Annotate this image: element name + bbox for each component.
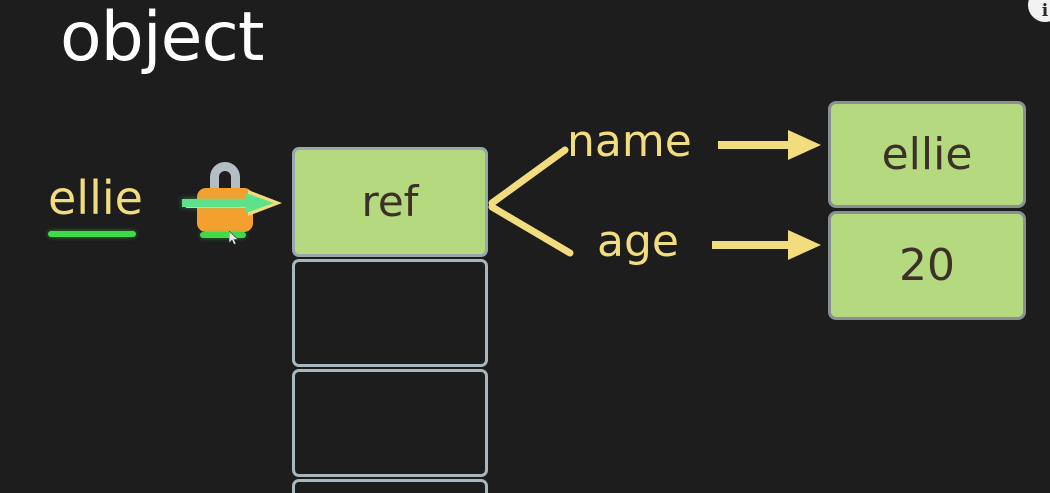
arrow-head: [788, 130, 821, 160]
arrow-shaft: [182, 199, 254, 207]
property-arrow-age-icon: [712, 230, 822, 260]
memory-cell-empty-3[interactable]: [292, 479, 488, 493]
property-key-age: age: [597, 216, 679, 267]
reference-arrow-icon: [182, 193, 278, 213]
memory-cell-ref[interactable]: ref: [292, 147, 488, 257]
arrow-shaft: [718, 141, 790, 149]
arrow-head: [788, 230, 821, 260]
page-title: object: [60, 0, 265, 77]
info-icon[interactable]: i: [1028, 0, 1050, 22]
mouse-cursor-icon: [229, 231, 239, 245]
info-icon-label: i: [1041, 1, 1049, 21]
property-value-box-age[interactable]: 20: [828, 211, 1026, 320]
property-arrow-name-icon: [718, 130, 821, 160]
property-value-text: ellie: [881, 128, 973, 180]
arrow-head: [246, 193, 274, 213]
property-value-text: 20: [899, 239, 955, 291]
property-key-name: name: [567, 116, 692, 167]
arrow-shaft: [712, 241, 790, 249]
lock-underline: [200, 232, 246, 238]
variable-label: ellie: [48, 171, 143, 225]
memory-cell-text: ref: [361, 177, 419, 226]
lock-shackle-icon: [210, 162, 240, 198]
property-value-box-name[interactable]: ellie: [828, 101, 1026, 208]
memory-cell-empty-1[interactable]: [292, 259, 488, 367]
variable-underline: [48, 231, 136, 237]
lock-icon: [197, 162, 253, 232]
lock-body-icon: [197, 188, 253, 232]
memory-cell-empty-2[interactable]: [292, 369, 488, 477]
